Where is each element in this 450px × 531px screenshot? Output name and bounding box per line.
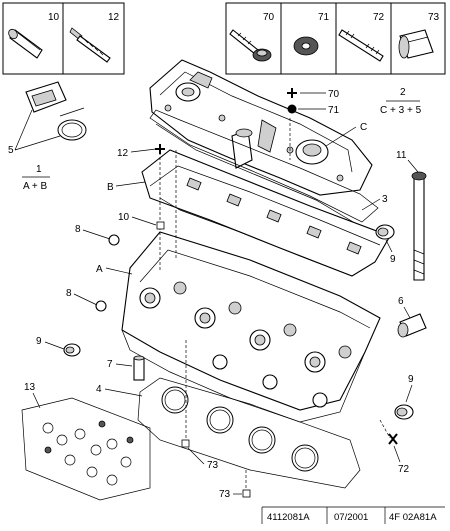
inset-number-71: 71 [318,12,330,23]
callout-72: 72 [398,464,410,475]
callout-73-middle: 73 [207,460,219,471]
core-plug-left [63,343,81,357]
head-bolt [411,171,427,281]
oil-filler-cap [25,81,87,141]
inset-number-72: 72 [373,12,385,23]
callout-8-top: 8 [75,224,81,235]
callout-1: 1 [36,164,42,175]
inset-number-73: 73 [428,12,440,23]
callout-13: 13 [24,382,36,393]
stud-icon [338,29,384,62]
callout-9-top: 9 [390,254,396,265]
washer-icon [293,36,319,56]
inset-number-70: 70 [263,12,275,23]
sleeve-marker-73b [242,489,251,498]
callout-9-right: 9 [408,374,414,385]
cylinder-head [121,231,381,423]
callout-B: B [107,182,114,193]
screw-marker-70 [287,88,297,98]
inset-box-71: 71 [293,12,330,56]
sleeve-marker-10 [156,221,165,230]
callout-70: 70 [328,89,340,100]
inset-box-72: 72 [338,12,385,62]
footer: 4112081A 07/2001 4F 02A81A [261,506,445,524]
footer-date: 07/2001 [334,512,368,523]
ball-8-top [108,234,120,246]
ball-8-bottom [95,300,107,312]
screw-icon [229,29,272,62]
footer-ref: 4112081A [267,512,310,523]
inset-group-left [2,2,125,75]
rocker-cover-gasket [149,109,379,227]
stud-marker-72 [388,433,398,445]
callout-3: 3 [382,194,388,205]
callout-1-formula: A + B [23,181,48,192]
sleeve-icon [398,29,434,59]
callout-12: 12 [117,148,129,159]
core-plug-right-bottom [394,404,414,420]
bolt-icon [69,27,111,63]
callout-11: 11 [396,150,407,161]
callout-2-formula: C + 3 + 5 [380,105,422,116]
callout-10: 10 [118,212,130,223]
inset-box-10: 10 [8,12,60,59]
plug-screw-6 [397,313,427,338]
assembly-guides [159,118,391,494]
callout-73-bottom: 73 [219,489,231,500]
callout-7: 7 [107,359,113,370]
inset-box-12: 12 [69,12,120,63]
inset-box-70: 70 [229,12,275,62]
bolt-marker-12 [155,144,165,154]
dowel-pin-7 [133,355,145,381]
callout-9-left: 9 [36,336,42,347]
callout-4: 4 [96,384,102,395]
inset-group-right [225,2,446,75]
callout-A: A [96,264,103,275]
core-plug-right-top [375,224,395,240]
washer-marker-71 [287,104,297,114]
callout-71: 71 [328,105,340,116]
callout-C: C [360,122,367,133]
inset-box-73: 73 [398,12,440,59]
sleeve-marker-73a [181,439,190,448]
callout-5: 5 [8,145,14,156]
callout-6: 6 [398,296,404,307]
rocker-cover [149,59,373,196]
gasket-set [21,397,151,501]
callout-8-bottom: 8 [66,288,72,299]
inset-number-10: 10 [48,12,60,23]
callout-2: 2 [400,87,406,98]
inset-number-12: 12 [108,12,120,23]
camshaft-carrier [141,149,391,277]
footer-code: 4F 02A81A [389,512,437,523]
plug-icon [8,28,43,59]
head-gasket [137,377,361,489]
